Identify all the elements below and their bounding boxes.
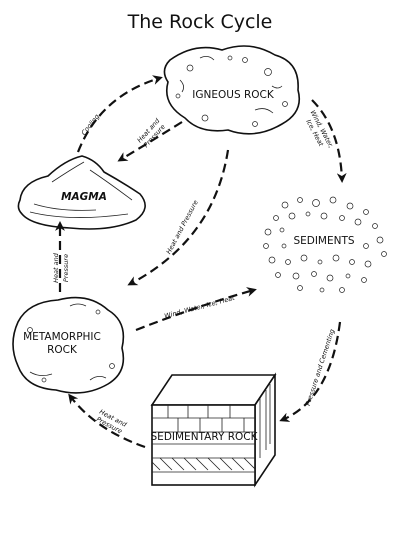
arrow-igneous-to-sediments: [311, 99, 347, 183]
metamorphic-rock-node: METAMORPHIC ROCK: [12, 296, 125, 394]
arrow-magma-to-igneous: [76, 75, 163, 153]
heat-pressure-igneous-meta-label: Heat and Pressure: [165, 199, 200, 256]
metamorphic-rock-label-line2: ROCK: [47, 344, 78, 356]
wind-water-meta-label: Wind, Water, Ice, Heat: [163, 294, 235, 321]
arrow-metamorphic-to-sediments: [135, 287, 257, 332]
arrow-igneous-to-magma: [117, 121, 183, 162]
magma-node: MAGMA: [17, 155, 146, 230]
igneous-rock-node: IGNEOUS ROCK: [163, 45, 301, 135]
arrow-sediments-to-sedimentary: [279, 321, 342, 422]
heat-pressure-meta-magma-label-2: Pressure: [62, 254, 70, 282]
magma-label: MAGMA: [61, 191, 107, 203]
diagram-title: The Rock Cycle: [127, 11, 273, 33]
igneous-rock-label: IGNEOUS ROCK: [192, 89, 275, 101]
cooling-label: Cooling: [80, 113, 101, 137]
metamorphic-rock-label-line1: METAMORPHIC: [23, 331, 101, 343]
sedimentary-rock-node: SEDIMENTARY ROCK: [150, 372, 277, 488]
arrow-sedimentary-to-metamorphic: [68, 393, 146, 449]
pressure-cementing-label: Pressure and Cementing: [304, 328, 336, 407]
sediments-label: SEDIMENTS: [293, 235, 354, 247]
sedimentary-rock-label: SEDIMENTARY ROCK: [151, 431, 259, 443]
arrow-igneous-to-metamorphic: [127, 149, 230, 286]
heat-pressure-meta-magma-label-1: Heat and: [52, 252, 60, 283]
sediments-node: SEDIMENTS: [263, 196, 387, 293]
